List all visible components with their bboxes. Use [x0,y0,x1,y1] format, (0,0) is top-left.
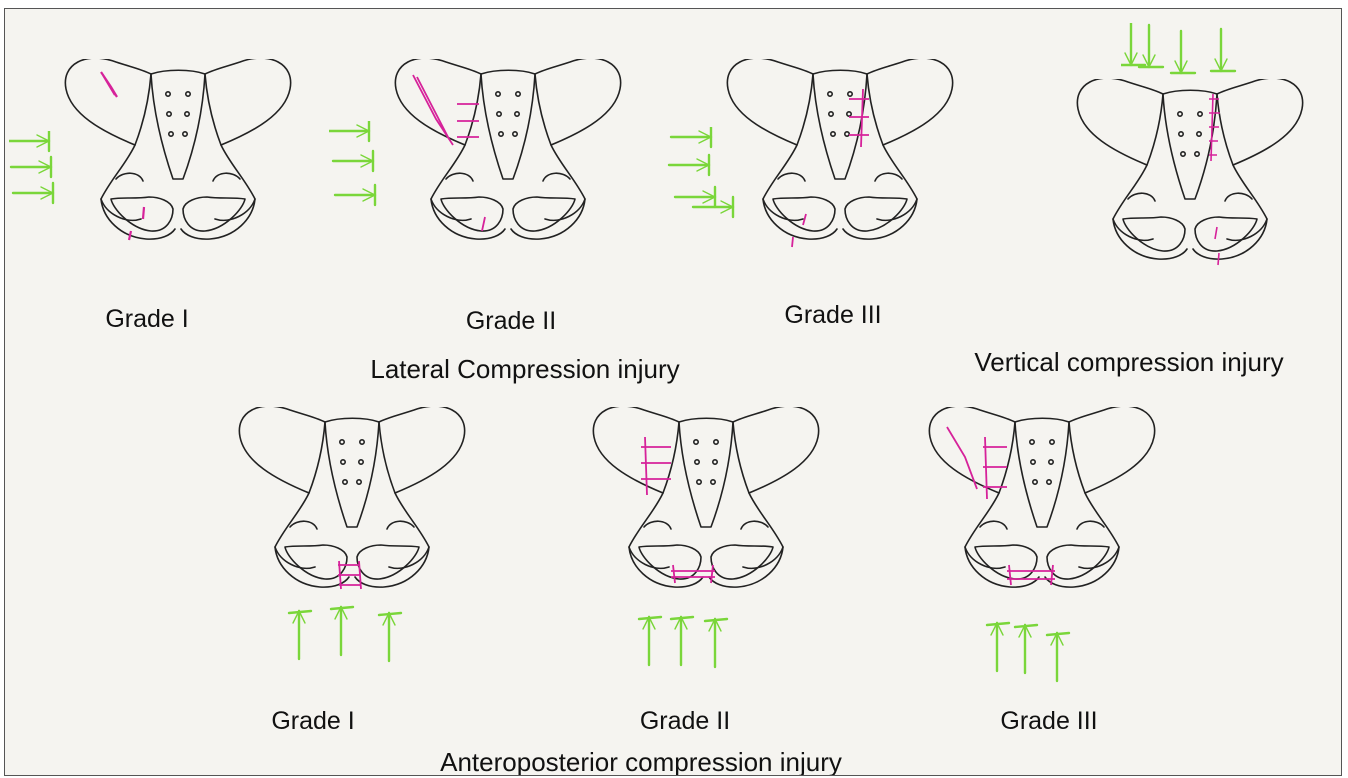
lc-grade2-label: Grade II [466,307,556,336]
lateral-compression-title: Lateral Compression injury [370,354,679,385]
force-arrow-icon [9,131,53,203]
pelvis-drawing-icon [65,59,290,239]
ap-grade1-label: Grade I [271,707,354,736]
ap-grade3-force [985,621,1095,691]
ap-grade2-label: Grade II [640,707,730,736]
vertical-compression-force [1121,23,1241,83]
ap-grade1-force [285,603,425,673]
lc-grade3-label: Grade III [784,301,881,330]
lc-grade1-diagram [31,59,301,259]
figure-frame: Grade I Grade II Grade III Lateral Compr… [4,8,1342,776]
ap-compression-title: Anteroposterior compression injury [440,747,842,776]
lc-grade1-label: Grade I [105,305,188,334]
lc-grade1-force [9,131,69,221]
lc-grade2-diagram [361,59,631,259]
lc-grade2-force [329,121,389,221]
ap-grade3-label: Grade III [1000,707,1097,736]
lc-grade3-force [667,127,747,227]
ap-grade1-diagram [205,407,475,607]
ap-grade3-diagram [895,407,1165,607]
fracture-line-icon [101,72,144,240]
ap-grade2-force [637,615,747,675]
vertical-compression-diagram [1043,79,1313,279]
vertical-compression-title: Vertical compression injury [974,347,1283,378]
ap-grade2-diagram [559,407,829,607]
